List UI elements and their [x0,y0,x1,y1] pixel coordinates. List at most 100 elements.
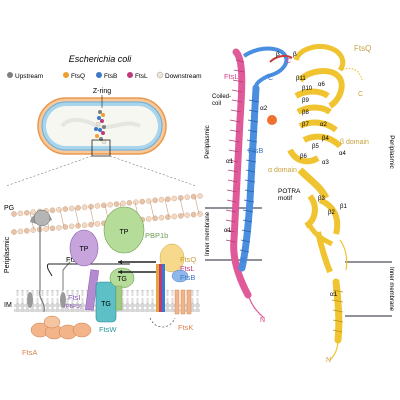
pg-bead [190,211,197,218]
pg-bead [145,216,152,222]
beta7-label: β7 [302,122,309,128]
beta-top-label: β [276,51,280,58]
pg-bead [24,228,30,234]
beta8-label: β8 [302,110,309,116]
pg-bead [178,195,184,201]
pg-bead [190,193,197,200]
structure-panel [205,44,392,361]
ftsl-left-label: FtsL [180,264,195,273]
pg-bead [24,210,30,216]
legend-label-ftsb: FtsB [104,73,117,80]
n-label-ftsq: N [326,357,331,364]
organism-title: Escherichia coli [69,54,133,64]
pg-bead [94,203,101,209]
pg-bead [75,223,81,229]
pg-bead [184,212,190,218]
ftsk-label: FtsK [178,323,193,332]
pg-bead [197,193,203,199]
pg-bead [11,211,17,217]
upstream-proteins [27,209,71,313]
zoom-line-left [5,155,93,187]
periplasmic-right-label: Periplasmic [388,135,395,169]
pg-bead [88,221,94,228]
beta-top2-label: β [293,51,297,58]
pg-bead [165,214,171,220]
pg-bead [49,225,56,232]
ecoli-cell [37,97,167,157]
pg-bead [62,224,69,230]
pg-crosslink [149,200,155,219]
c-label-ftsq: C [358,91,363,98]
pg-bead [94,221,101,227]
periplasmic-left-label: Periplasmic [204,124,211,158]
legend-label-ftsl: FtsL [135,73,148,80]
alpha-domain-label: α domain [268,167,297,174]
pg-bead [139,198,146,205]
pg-bead [120,200,126,207]
pg-bead [107,201,113,208]
alpha4-label: α4 [339,151,346,157]
pg-bead [171,213,178,220]
ftsa [30,315,92,340]
pg-bead [30,227,36,233]
tp2-label: TP [120,229,129,236]
beta3-label: β3 [318,196,325,202]
pg-bead [62,206,69,212]
ftsb-struct-label: FtsB [248,146,263,155]
legend-dot-ftsb [96,72,102,78]
pg-label: PG [4,205,14,212]
ftsq-struct-label: FtsQ [354,44,371,53]
zring-label: Z-ring [93,88,111,95]
pg-bead [178,213,184,219]
alpha1-ftsl-label: α1 [226,158,234,165]
inner-membrane-right-label: Inner membrane [388,267,394,312]
alpha1-ftsq-label: α1 [330,291,338,298]
ftsl-struct-label: FtsL [224,72,239,81]
ftsqlb-complex [118,243,189,312]
coiled-coil-label: Coiled-coil [212,94,231,107]
pg-bead [49,207,56,214]
pg-crosslink [59,209,65,228]
im-label: IM [4,302,12,309]
ftsi-label: FtsI [68,293,81,302]
alpha2q-label: α2 [320,122,327,128]
beta10-label: β10 [302,86,313,92]
beta4-label: β4 [322,136,329,142]
beta11-label: β11 [296,76,306,82]
beta-domain-label: β domain [340,139,369,146]
pg-crosslink [74,208,80,226]
n-label-ftsb: N [240,257,245,264]
pg-bead [171,195,178,202]
ftsq-structure [287,44,363,361]
pg-bead [75,205,81,211]
inner-membrane-left-label: Inner membrane [205,211,211,256]
legend-dot-ftsl [127,72,133,78]
pg-bead [158,214,165,221]
beta2-label: β2 [328,210,335,216]
pbp1b [103,206,145,311]
legend-label-upstream: Upstream [15,73,43,80]
pg-bead [68,223,75,230]
c-label-ftsl: C [286,58,291,65]
alpha2-label: α2 [260,105,268,112]
legend-dot-ftsq [63,72,69,78]
zoom-box [91,139,111,157]
ftsq-left-label: FtsQ [180,255,196,264]
ftsw-label: FtsW [99,325,117,334]
pg-bead [17,210,24,217]
pg-bead [152,197,158,204]
pg-bead [158,196,165,203]
pg-bead [17,228,24,235]
legend-label-downstream: Downstream [165,73,201,80]
tp1-label: TP [80,246,89,253]
beta1-label: β1 [340,204,347,210]
pg-crosslink [179,197,185,216]
n-label-ftsl: N [260,317,265,324]
alpha1-ftsb-label: α1 [224,227,232,234]
pg-bead [113,201,120,207]
pg-bead [56,224,62,231]
legend: Upstream FtsQ FtsB FtsL Downstream [7,71,201,80]
beta6-label: β6 [300,154,307,160]
